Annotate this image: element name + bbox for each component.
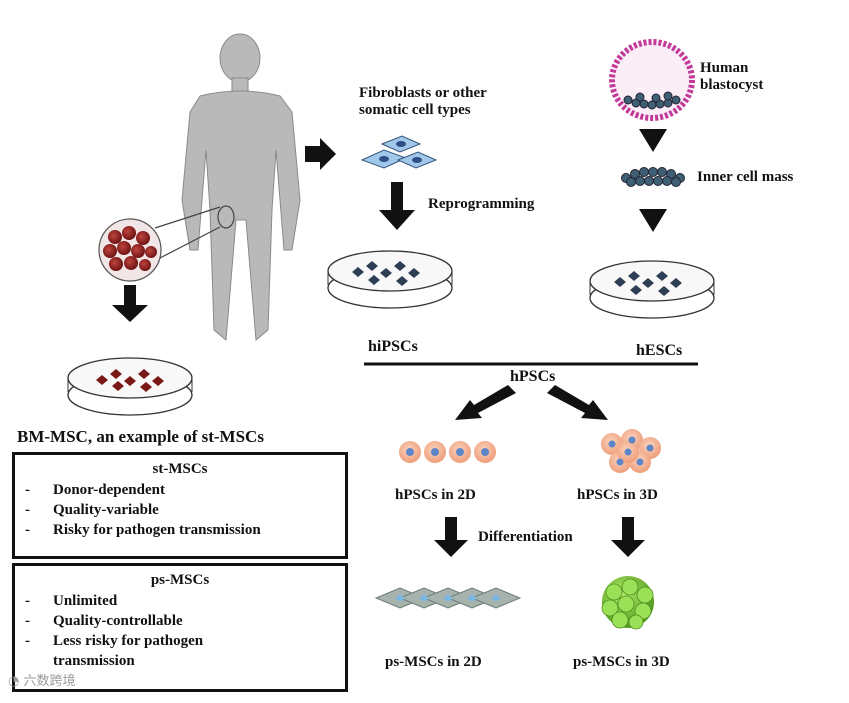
st-item-2: Quality-variable bbox=[53, 502, 159, 518]
list-item: -Quality-controllable bbox=[25, 613, 183, 629]
reprogramming-label: Reprogramming bbox=[428, 196, 535, 212]
magnify-lines bbox=[154, 205, 235, 259]
ps-item-2: Quality-controllable bbox=[53, 613, 183, 629]
ps-item-3: Less risky for pathogen transmission bbox=[53, 633, 204, 669]
human-blastocyst-label: Human blastocyst bbox=[700, 60, 763, 94]
fibroblasts-label: Fibroblasts or other somatic cell types bbox=[359, 85, 487, 119]
petri-dish-hipsc bbox=[327, 250, 453, 309]
ps-mscs-2d-label: ps-MSCs in 2D bbox=[385, 654, 482, 670]
blastocyst bbox=[609, 39, 695, 121]
st-item-1: Donor-dependent bbox=[53, 482, 165, 498]
human-figure bbox=[181, 33, 301, 341]
ps-mscs-3d-spheroid bbox=[601, 576, 654, 630]
human-blastocyst-line2: blastocyst bbox=[700, 77, 764, 93]
differentiation-label: Differentiation bbox=[478, 529, 573, 545]
watermark-icon: ◔ bbox=[8, 674, 20, 689]
hpscs-2d-label: hPSCs in 2D bbox=[395, 487, 476, 503]
arrows bbox=[112, 129, 667, 557]
list-item: -Less risky for pathogen transmission bbox=[25, 633, 204, 669]
ps-mscs-3d-label: ps-MSCs in 3D bbox=[573, 654, 670, 670]
st-item-3: Risky for pathogen transmission bbox=[53, 522, 261, 538]
ps-mscs-list: -Unlimited -Quality-controllable -Less r… bbox=[15, 591, 345, 671]
ps-mscs-title: ps-MSCs bbox=[150, 572, 210, 588]
fibroblast-cells bbox=[360, 135, 438, 169]
watermark: ◔ 六数跨境 bbox=[8, 670, 76, 689]
watermark-text: 六数跨境 bbox=[23, 674, 76, 689]
list-item: -Risky for pathogen transmission bbox=[25, 522, 261, 538]
bm-msc-caption: BM-MSC, an example of st-MSCs bbox=[17, 427, 264, 446]
inner-cell-mass bbox=[621, 167, 685, 187]
fibroblasts-label-line2: somatic cell types bbox=[359, 102, 471, 118]
petri-dish-bm bbox=[67, 357, 193, 416]
bone-marrow-cells bbox=[98, 218, 162, 282]
hescs-label: hESCs bbox=[636, 342, 683, 359]
human-blastocyst-line1: Human bbox=[700, 60, 749, 76]
ps-item-1: Unlimited bbox=[53, 593, 118, 609]
st-mscs-list: -Donor-dependent -Quality-variable -Risk… bbox=[15, 480, 345, 540]
hipscs-label: hiPSCs bbox=[368, 338, 418, 355]
hpscs-3d-cells bbox=[601, 429, 661, 473]
list-item: -Quality-variable bbox=[25, 502, 159, 518]
ps-mscs-box: ps-MSCs -Unlimited -Quality-controllable… bbox=[12, 563, 348, 692]
hpscs-2d-cells bbox=[399, 441, 496, 463]
hpscs-3d-label: hPSCs in 3D bbox=[577, 487, 658, 503]
petri-dish-hesc bbox=[589, 260, 715, 319]
list-item: -Unlimited bbox=[25, 593, 118, 609]
fibroblasts-label-line1: Fibroblasts or other bbox=[359, 85, 487, 101]
st-mscs-box: st-MSCs -Donor-dependent -Quality-variab… bbox=[12, 452, 348, 559]
ps-mscs-2d-cells bbox=[374, 587, 522, 609]
st-mscs-title: st-MSCs bbox=[152, 461, 208, 477]
hpscs-label: hPSCs bbox=[510, 368, 556, 385]
inner-cell-mass-label: Inner cell mass bbox=[697, 169, 794, 185]
list-item: -Donor-dependent bbox=[25, 482, 165, 498]
